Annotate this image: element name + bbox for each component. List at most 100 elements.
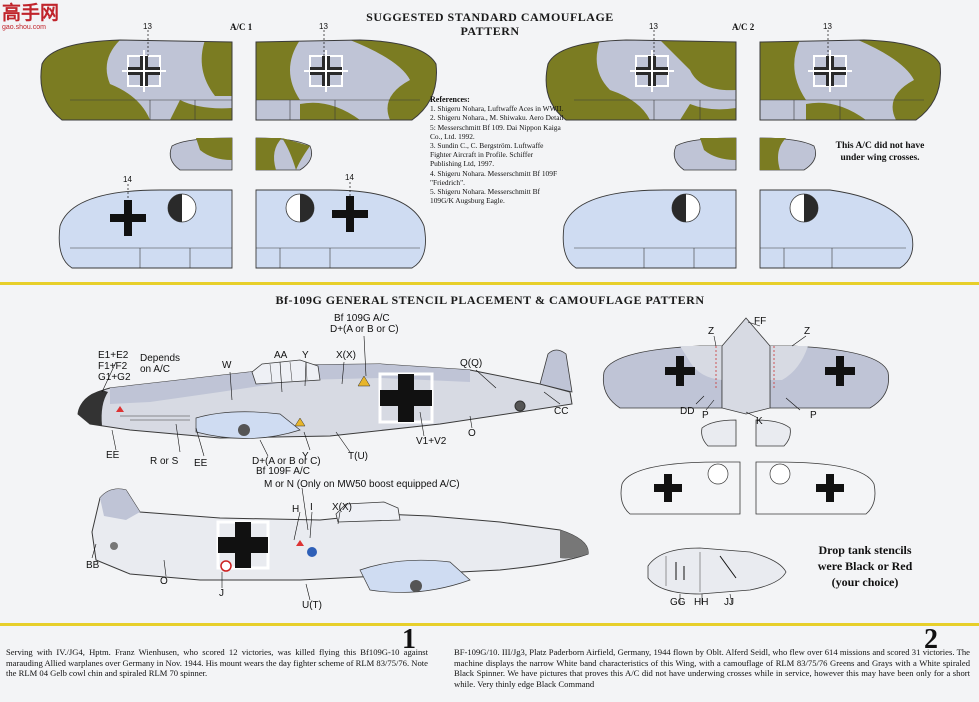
label-d-abc-lower: D+(A or B or C) xyxy=(252,456,321,467)
balkenkreuz-icon xyxy=(808,50,852,92)
label-bb: BB xyxy=(86,560,100,571)
fuselage-side-view-upper xyxy=(77,335,573,457)
marker-14-a: 14 xyxy=(123,175,132,184)
label-bf109g-ac: Bf 109G A/C xyxy=(334,313,390,324)
references-title: References: xyxy=(430,95,470,104)
label-y2: Y xyxy=(302,451,309,462)
planform-tailplanes xyxy=(701,419,791,447)
label-jj: JJ xyxy=(724,597,734,608)
label-on-ac: on A/C xyxy=(140,364,171,375)
marker-13-a: 13 xyxy=(143,22,152,31)
camouflage-title-line2: PATTERN xyxy=(460,24,520,38)
marker-13-c: 13 xyxy=(649,22,658,31)
label-cc: CC xyxy=(554,406,569,417)
balkenkreuz-icon xyxy=(825,356,855,386)
logo-subtext: gao.shou.com xyxy=(2,24,46,31)
label-qq: Q(Q) xyxy=(460,358,483,369)
drop-tank-note: Drop tank stencils were Black or Red (yo… xyxy=(800,542,930,590)
label-ee2: EE xyxy=(194,458,208,469)
label-z-right: Z xyxy=(804,326,811,337)
reference-item: 3. Sundin C., C. Bergström. Luftwaffe Fi… xyxy=(430,141,544,169)
camouflage-title: SUGGESTED STANDARD CAMOUFLAGE PATTERN xyxy=(330,10,650,38)
balkenkreuz-icon xyxy=(216,520,270,570)
drop-tank-note-line2: were Black or Red xyxy=(817,559,913,573)
label-z-left: Z xyxy=(708,326,715,337)
label-bf109f-ac: Bf 109F A/C xyxy=(256,466,310,477)
marker-13-b: 13 xyxy=(319,22,328,31)
fuselage-side-view-lower xyxy=(91,487,589,601)
balkenkreuz-icon xyxy=(304,50,348,92)
marker-13-d: 13 xyxy=(823,22,832,31)
stencil-drawings xyxy=(77,317,889,605)
label-gg: GG xyxy=(670,597,686,608)
caption-number-2: 2 xyxy=(924,624,938,655)
label-tu: T(U) xyxy=(348,451,368,462)
marker-14-b: 14 xyxy=(345,173,354,182)
label-ff: FF xyxy=(754,316,767,327)
ac2-left-under-wing xyxy=(562,189,737,269)
ac1-left-upper-wing xyxy=(40,30,233,121)
label-r-or-s: R or S xyxy=(150,456,179,467)
reference-item: 5. Shigeru Nohara. Messerschmitt Bf 109G… xyxy=(430,187,541,206)
ac2-left-upper-wing xyxy=(545,30,737,121)
camouflage-title-line1: SUGGESTED STANDARD CAMOUFLAGE xyxy=(366,10,614,24)
balkenkreuz-icon xyxy=(122,50,166,92)
stencil-title: Bf-109G GENERAL STENCIL PLACEMENT & CAMO… xyxy=(275,293,705,307)
label-o: O xyxy=(468,428,476,439)
balkenkreuz-icon xyxy=(630,50,674,92)
caption-number-1: 1 xyxy=(402,624,416,655)
label-p-right: P xyxy=(810,410,817,421)
label-xx2: X(X) xyxy=(332,502,352,513)
ac2-tailplanes xyxy=(673,137,817,171)
label-k: K xyxy=(756,416,763,427)
references-block: References: 1. Shigeru Nohara, Luftwaffe… xyxy=(430,95,565,205)
label-p-left: P xyxy=(702,410,709,421)
balkenkreuz-icon xyxy=(665,356,695,386)
label-dd: DD xyxy=(680,406,695,417)
drop-tank-note-line3: (your choice) xyxy=(831,575,899,589)
caption-2: BF-109G/10. III/Jg3, Platz Paderborn Air… xyxy=(454,647,970,689)
label-f1f2: F1+F2 xyxy=(98,361,128,372)
label-e1e2: E1+E2 xyxy=(98,350,129,361)
label-depends: Depends xyxy=(140,353,181,364)
ac2-under-wing-note: This A/C did not have under wing crosses… xyxy=(835,141,925,163)
reference-item: 2. Shigeru Nohara., M. Shiwaku. Aero Det… xyxy=(430,113,564,141)
label-i: I xyxy=(310,502,313,513)
label-y: Y xyxy=(302,350,309,361)
logo-text: 高手网 xyxy=(2,3,60,24)
label-m-or-n: M or N (Only on MW50 boost equipped A/C) xyxy=(264,479,460,490)
label-ut: U(T) xyxy=(302,600,322,611)
ac2-right-upper-wing xyxy=(759,30,941,121)
ac1-right-under-wing xyxy=(255,182,426,269)
ac2-label: A/C 2 xyxy=(732,22,755,32)
ac1-right-upper-wing xyxy=(255,30,437,121)
label-w: W xyxy=(222,360,232,371)
label-aa: AA xyxy=(274,350,288,361)
ac1-tailplanes xyxy=(169,137,313,171)
label-xx: X(X) xyxy=(336,350,356,361)
label-g1g2: G1+G2 xyxy=(98,372,131,383)
label-o2: O xyxy=(160,576,168,587)
reference-item: 4. Shigeru Nohara. Messerschmitt Bf 109F… xyxy=(430,168,558,187)
balkenkreuz-icon xyxy=(654,474,682,502)
caption-1: Serving with IV./JG4, Hptm. Franz Wienhu… xyxy=(6,647,428,679)
drop-tank-note-line1: Drop tank stencils xyxy=(818,543,912,557)
ac1-label: A/C 1 xyxy=(230,22,253,32)
ac2-right-under-wing xyxy=(759,189,914,269)
balkenkreuz-icon xyxy=(332,196,368,232)
separator-band xyxy=(0,282,979,285)
label-ee: EE xyxy=(106,450,120,461)
drop-tank xyxy=(647,547,787,605)
balkenkreuz-icon xyxy=(378,372,434,424)
top-wing-drawings xyxy=(40,30,941,269)
planform-under-wings xyxy=(620,461,876,515)
label-v1v2: V1+V2 xyxy=(416,436,447,447)
label-hh: HH xyxy=(694,597,709,608)
balkenkreuz-icon xyxy=(816,474,844,502)
label-h: H xyxy=(292,504,300,515)
label-j: J xyxy=(219,588,224,599)
bottom-separator-band xyxy=(0,623,979,626)
ac1-left-under-wing xyxy=(58,184,233,269)
label-d-abc: D+(A or B or C) xyxy=(330,324,399,335)
site-logo: 高手网 gao.shou.com xyxy=(2,4,66,36)
